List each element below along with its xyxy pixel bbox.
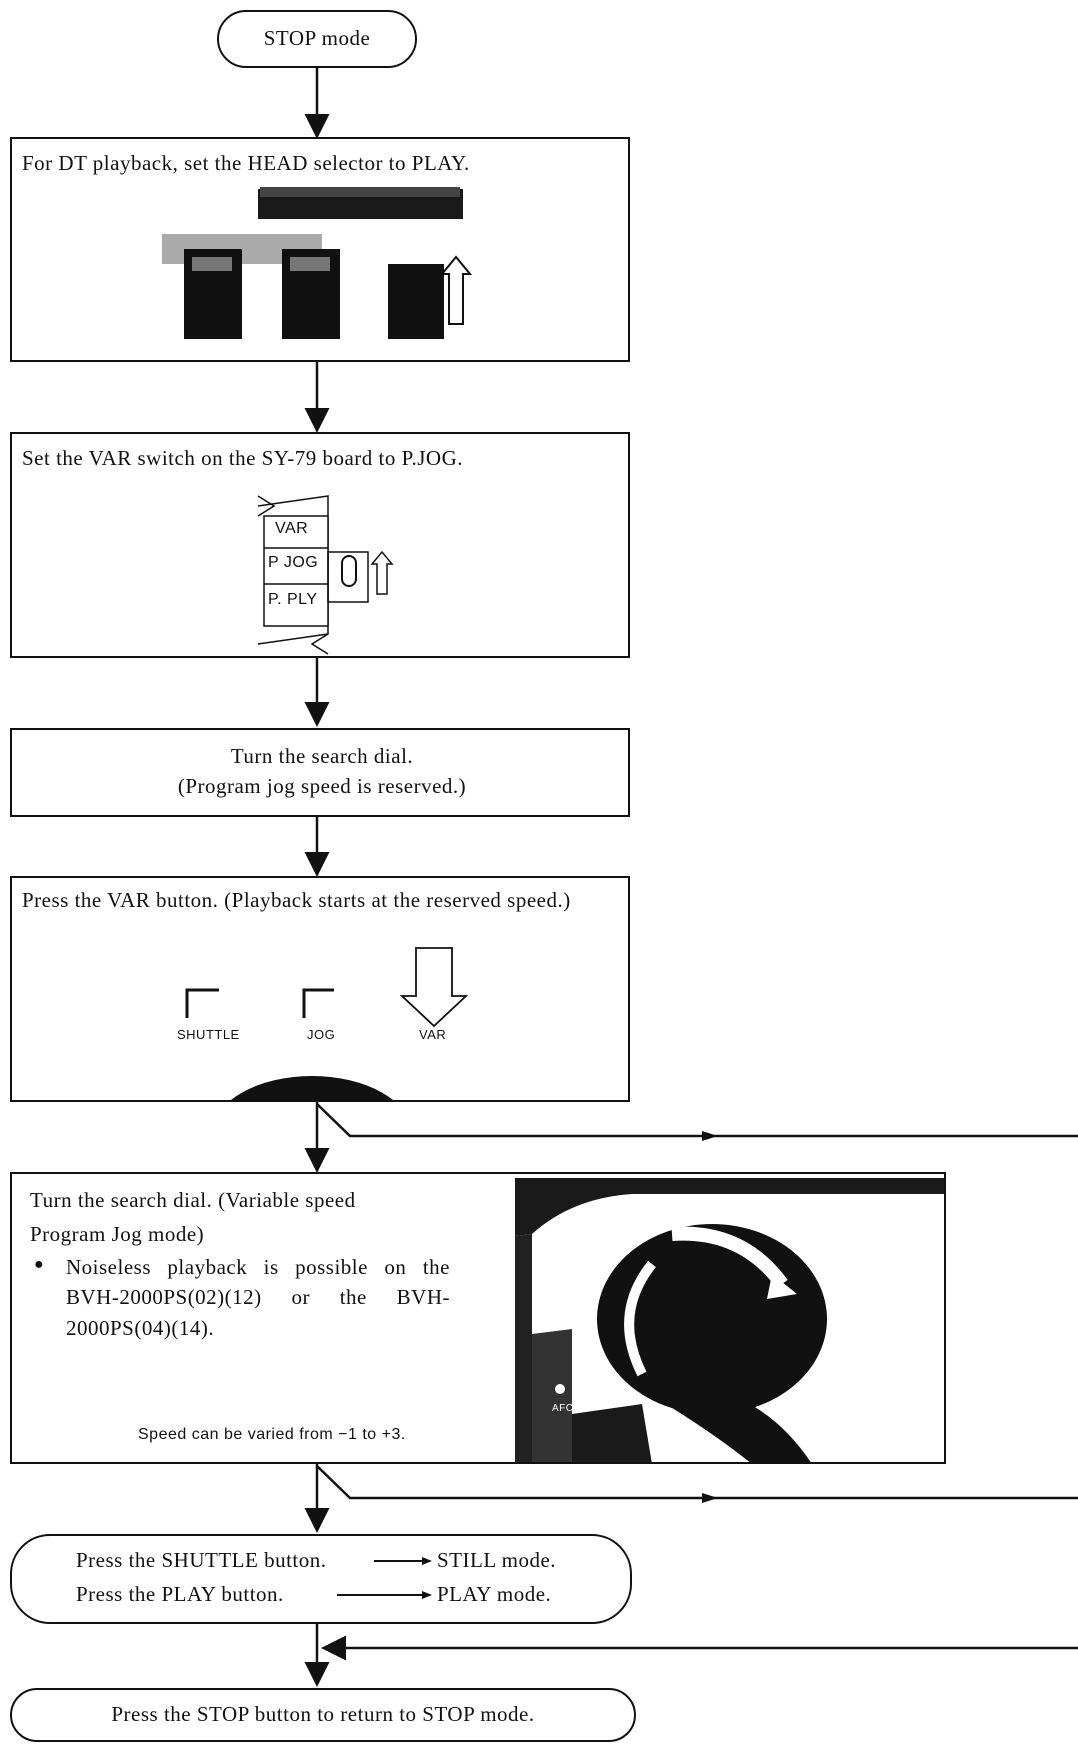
jog-button-icon <box>304 990 334 1018</box>
press-down-arrow-icon <box>402 948 466 1026</box>
step-head-selector: For DT playback, set the HEAD selector t… <box>10 137 630 362</box>
search-dial-icon <box>212 1076 412 1102</box>
switch-label-pply: P. PLY <box>268 589 318 611</box>
step-var-switch: Set the VAR switch on the SY-79 board to… <box>10 432 630 658</box>
switch-label-var: VAR <box>275 518 308 540</box>
var-button-illustration <box>12 878 630 1102</box>
button-label-shuttle: SHUTTLE <box>177 1026 240 1044</box>
up-arrow-icon <box>442 257 470 324</box>
photo-label-afc: AFC <box>552 1402 574 1416</box>
button-label-var: VAR <box>419 1026 446 1044</box>
shuttle-button-icon <box>187 990 219 1018</box>
switch-label-pjog: P JOG <box>268 552 318 574</box>
step-var-button: Press the VAR button. (Playback starts a… <box>10 876 630 1102</box>
step-shuttle-play-options: Press the SHUTTLE button. STILL mode. Pr… <box>10 1534 632 1624</box>
end-label: Press the STOP button to return to STOP … <box>111 1700 534 1729</box>
branch-line-step5 <box>317 1466 1078 1498</box>
var-switch-illustration <box>12 434 632 660</box>
end-terminal: Press the STOP button to return to STOP … <box>10 1688 636 1742</box>
start-label: STOP mode <box>264 24 371 53</box>
step3-line2: (Program jog speed is reserved.) <box>12 772 632 801</box>
branch-arrowhead-1 <box>702 1131 718 1141</box>
step3-line1: Turn the search dial. <box>12 742 632 771</box>
step-turn-dial: Turn the search dial. (Program jog speed… <box>10 728 630 817</box>
step-variable-speed: Turn the search dial. (Variable speed Pr… <box>10 1172 946 1464</box>
switch-up-arrow-icon <box>372 552 392 594</box>
toggle-lever-icon <box>342 556 356 586</box>
head-switch-play <box>388 264 444 339</box>
head-selector-illustration <box>12 139 632 364</box>
start-terminal: STOP mode <box>217 10 417 68</box>
button-label-jog: JOG <box>307 1026 335 1044</box>
search-dial-photo <box>12 1174 946 1464</box>
branch-line-step4 <box>317 1104 1078 1136</box>
branch-arrowhead-2 <box>702 1493 718 1503</box>
step6-result-arrows <box>12 1536 634 1626</box>
